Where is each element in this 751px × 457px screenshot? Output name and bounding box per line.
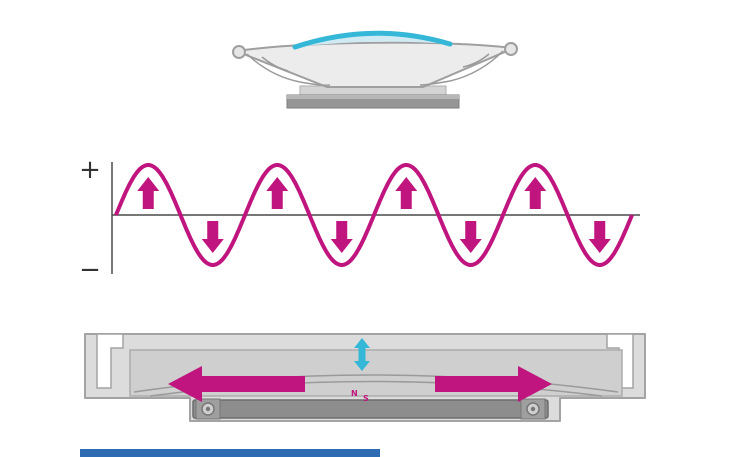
dome-cap-arc <box>292 30 453 50</box>
surround-right-line <box>419 50 504 86</box>
wave-arrows <box>137 177 611 253</box>
surround-right-detail <box>462 53 490 68</box>
surround-left-line <box>246 53 331 86</box>
speaker-top-view <box>232 30 518 109</box>
vertical-motion-arrow <box>354 338 370 371</box>
frame-notch-left <box>96 333 124 389</box>
right-force-arrow <box>435 366 552 402</box>
rim-roll-left <box>232 45 246 59</box>
surround-left-detail <box>261 56 289 72</box>
screw-left-center <box>205 406 211 412</box>
plus-label: + <box>79 155 101 185</box>
screw-right-center <box>530 406 536 412</box>
speaker-cross-section: N S <box>84 333 646 422</box>
peak-up-arrow <box>524 177 547 209</box>
trough-down-arrow <box>330 221 353 253</box>
sine-wave <box>114 163 634 267</box>
magnet-highlight <box>287 95 459 99</box>
trough-down-arrow <box>201 221 224 253</box>
magnet-assembly <box>192 399 549 419</box>
rim-roll-right <box>504 42 518 56</box>
north-pole-label: N <box>351 389 358 398</box>
trough-down-arrow <box>588 221 611 253</box>
peak-up-arrow <box>137 177 160 209</box>
peak-up-arrow <box>266 177 289 209</box>
signal-wave: + − <box>79 155 640 285</box>
trough-down-arrow <box>459 221 482 253</box>
left-force-arrow <box>168 366 305 402</box>
peak-up-arrow <box>395 177 418 209</box>
minus-label: − <box>79 255 101 285</box>
bottom-blue-bar <box>80 449 380 457</box>
south-pole-label: S <box>363 394 369 403</box>
